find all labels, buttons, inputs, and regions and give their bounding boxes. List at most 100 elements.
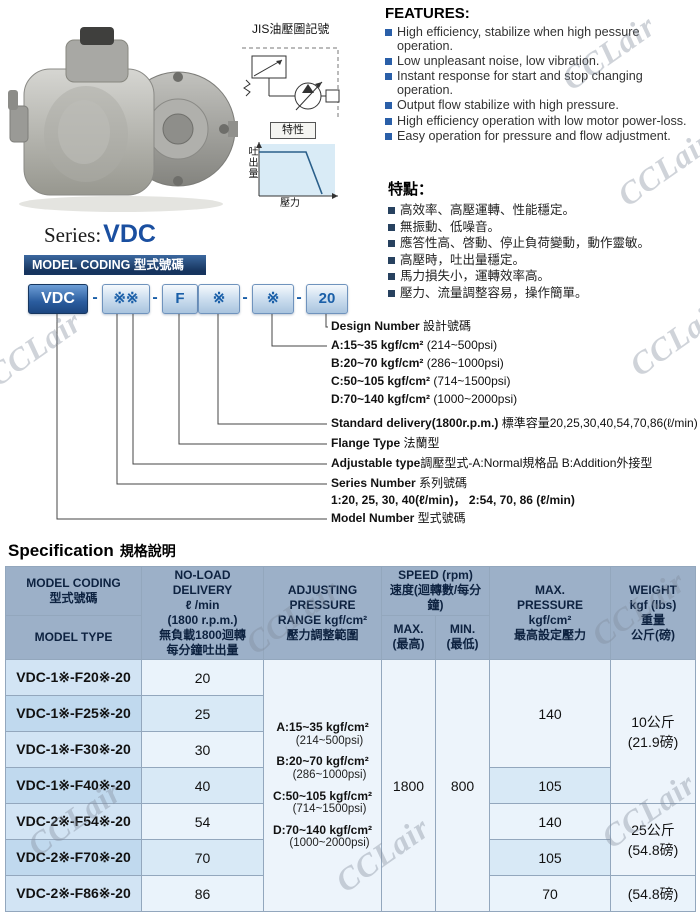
model-coding-diagram: VDC - ※※ - F ※ - ※ - 20 Design Number 設計… [0, 280, 700, 542]
feature-text: Instant response for start and stop chan… [397, 69, 643, 98]
features-title: FEATURES: [385, 5, 470, 22]
weight-cell: 10公斤 (21.9磅) [610, 659, 697, 804]
header-delivery: NO-LOAD DELIVERY ℓ /min (1800 r.p.m.) 無負… [141, 566, 264, 660]
table-row: VDC-1※-F30※-20 30 [5, 731, 696, 768]
table-row: VDC-1※-F25※-20 25 [5, 695, 696, 732]
bullet-square-icon [385, 117, 392, 125]
code-box-model: VDC [28, 284, 88, 314]
code-box-series: ※※ [102, 284, 150, 314]
feature-item: High efficiency, stabilize when high pes… [385, 25, 697, 53]
feature-zh-text: 高效率、高壓運轉、性能穩定。 [400, 203, 576, 217]
callout-zh: (214~500psi) [423, 338, 498, 352]
callout-zh: 設計號碼 [419, 319, 472, 333]
bullet-square-icon [385, 58, 392, 66]
callout-pressure-a: A:15~35 kgf/cm² (214~500psi) [331, 338, 497, 353]
delivery-cell: 70 [141, 839, 264, 876]
feature-item: Low unpleasant noise, low vibration. [385, 54, 697, 68]
bullet-square-icon [385, 102, 392, 110]
feature-item: Output flow stabilize with high pressure… [385, 98, 697, 112]
pressure-range-text: A:15~35 kgf/cm² [276, 720, 369, 735]
feature-zh-text: 壓力、流量調整容易，操作簡單。 [400, 285, 588, 300]
callout-zh: 法蘭型 [400, 436, 440, 450]
feature-text: Output flow stabilize with high pressure… [397, 98, 619, 113]
features-zh-section: 特點： 高效率、高壓運轉、性能穩定。 無振動、低噪音。 應答性高、啓動、停止負荷… [388, 178, 696, 301]
code-dash: - [152, 289, 158, 306]
pressure-psi-text: (214~500psi) [295, 734, 364, 747]
callout-design-number: Design Number 設計號碼 [331, 319, 471, 334]
pressure-psi-text: (286~1000psi) [292, 768, 367, 781]
header-row-2: MODEL TYPE MAX. (最高) MIN. (最低) [5, 614, 696, 661]
code-box-design: 20 [306, 284, 348, 314]
feature-item: Easy operation for pressure and flow adj… [385, 129, 697, 143]
pressure-option: D:70~140 kgf/cm²(1000~2000psi) [266, 823, 379, 851]
pressure-range-text: B:20~70 kgf/cm² [276, 754, 369, 769]
header-pressure-range: ADJUSTING PRESSURE RANGE kgf/cm² 壓力調整範圍 [263, 566, 382, 660]
header-speed: SPEED (rpm) 速度(迴轉數/每分鐘) [380, 566, 491, 616]
callout-connector-lines [56, 314, 328, 520]
delivery-cell: 86 [141, 875, 264, 912]
header-row: MODEL CODING 型式號碼 NO-LOAD DELIVERY ℓ /mi… [5, 566, 697, 660]
callout-flange-type: Flange Type 法蘭型 [331, 436, 439, 451]
speed-min-cell: 800 [434, 659, 491, 912]
callout-en: 1:20, 25, 30, 40(ℓ/min)， 2:54, 70, 86 (ℓ… [331, 493, 575, 507]
callout-en: Flange Type [331, 436, 401, 450]
max-pressure-cell: 70 [489, 875, 612, 912]
bullet-square-icon [388, 207, 395, 214]
callout-pressure-b: B:20~70 kgf/cm² (286~1000psi) [331, 356, 504, 371]
bullet-square-icon [385, 132, 392, 140]
pressure-psi-text: (714~1500psi) [292, 802, 367, 815]
feature-text: Easy operation for pressure and flow adj… [397, 128, 671, 143]
callout-pressure-c: C:50~105 kgf/cm² (714~1500psi) [331, 374, 510, 389]
weight-cell: (54.8磅) [610, 875, 697, 912]
model-type-cell: VDC-1※-F40※-20 [5, 767, 142, 804]
feature-zh-item: 高壓時，吐出量穩定。 [388, 252, 696, 269]
bullet-square-icon [388, 240, 395, 247]
delivery-cell: 40 [141, 767, 264, 804]
y-axis-label: 吐出量 [246, 146, 257, 179]
feature-zh-text: 無振動、低噪音。 [400, 219, 501, 234]
callout-en: Model Number [331, 511, 415, 525]
model-type-cell: VDC-1※-F30※-20 [5, 731, 142, 768]
feature-text: High efficiency operation with low motor… [397, 113, 687, 128]
header-model-coding: MODEL CODING 型式號碼 [5, 566, 142, 616]
jis-symbol-label: JIS油壓圖記號 [252, 22, 330, 36]
characteristic-chart: 特性 吐出量 壓力 [242, 122, 344, 209]
callout-zh: 調壓型式-A:Normal規格品 B:Addition外接型 [420, 456, 653, 470]
bullet-square-icon [385, 29, 392, 36]
bullet-square-icon [385, 73, 392, 81]
series-heading: Series: VDC [44, 220, 156, 249]
feature-item: High efficiency operation with low motor… [385, 114, 697, 128]
model-type-cell: VDC-2※-F86※-20 [5, 875, 142, 912]
header-speed-min: MIN. (最低) [434, 614, 491, 661]
feature-text: High efficiency, stabilize when high pes… [397, 25, 640, 54]
table-row: VDC-2※-F70※-20 70 105 [5, 839, 696, 876]
bullet-square-icon [388, 273, 395, 280]
callout-series-number: Series Number 系列號碼 [331, 476, 467, 491]
header-speed-max: MAX. (最高) [381, 614, 436, 661]
callout-zh: 系列號碼 [415, 476, 468, 490]
table-row: VDC-2※-F86※-20 86 70 (54.8磅) [5, 875, 697, 912]
header-model-type: MODEL TYPE [5, 614, 142, 661]
callout-en: D:70~140 kgf/cm² [331, 392, 431, 406]
callout-en: A:15~35 kgf/cm² [331, 338, 424, 352]
table-row: VDC-2※-F54※-20 54 140 25公斤 (54.8磅) [5, 803, 697, 876]
pressure-range-text: D:70~140 kgf/cm² [272, 822, 373, 837]
feature-zh-item: 壓力、流量調整容易，操作簡單。 [388, 285, 696, 302]
characteristic-title: 特性 [270, 122, 316, 139]
characteristic-curve [256, 142, 338, 199]
bullet-square-icon [388, 256, 395, 264]
weight-cell: 25公斤 (54.8磅) [610, 803, 697, 876]
bullet-square-icon [388, 289, 395, 297]
feature-item: Instant response for start and stop chan… [385, 69, 697, 97]
bullet-square-icon [388, 223, 395, 231]
callout-adjustable-type: Adjustable type調壓型式-A:Normal規格品 B:Additi… [331, 456, 652, 471]
series-prefix: Series: [44, 223, 102, 247]
callout-en: C:50~105 kgf/cm² [331, 374, 431, 388]
pressure-psi-text: (1000~2000psi) [289, 837, 370, 850]
feature-zh-item: 高效率、高壓運轉、性能穩定。 [388, 202, 696, 219]
feature-zh-text: 應答性高、啓動、停止負荷變動，動作靈敏。 [400, 236, 651, 250]
callout-series-number-values: 1:20, 25, 30, 40(ℓ/min)， 2:54, 70, 86 (ℓ… [331, 493, 575, 508]
jis-hydraulic-symbol-icon [242, 47, 340, 118]
